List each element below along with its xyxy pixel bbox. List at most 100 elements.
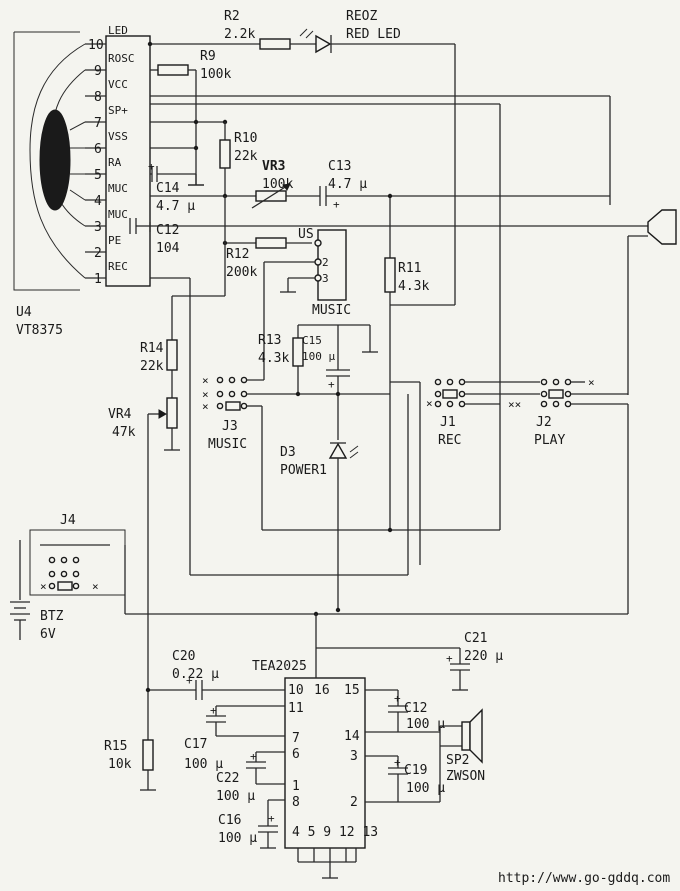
- j2-x-mark: ×: [588, 376, 595, 389]
- tea-pin: 6: [292, 747, 300, 762]
- r2-value: 2.2k: [224, 27, 255, 42]
- c16-plus: +: [268, 812, 275, 825]
- j3-slider[interactable]: [225, 401, 241, 411]
- r11-ref: R11: [398, 261, 421, 276]
- resistor-r10: [219, 139, 231, 169]
- speaker-sp2: SP2 ZWSON: [398, 708, 485, 802]
- c13-value: 4.7 μ: [328, 177, 367, 192]
- c20-branch: + C20 0.22 μ: [145, 649, 285, 700]
- u4-pin-num: 2: [94, 246, 102, 261]
- vr3-c13-branch: + VR3 100k C13 4.7 μ: [150, 159, 610, 211]
- switch-j2[interactable]: ×× × J2 PLAY: [465, 376, 629, 614]
- c12a-ref: C12: [156, 223, 179, 238]
- tea-pin: 7: [292, 731, 300, 746]
- tea-pin: 10: [288, 683, 304, 698]
- tea2025-body: [284, 677, 366, 849]
- j4-x-mark: ×: [40, 580, 47, 593]
- vr3-ref: VR3: [262, 159, 285, 174]
- battery-btz: BTZ 6V: [10, 540, 64, 642]
- switch-j1[interactable]: × J1 REC: [390, 378, 466, 565]
- j3-x-mark: ×: [202, 374, 209, 387]
- c15-ref: C15: [302, 334, 322, 347]
- c22-ref: C22: [216, 771, 239, 786]
- u4-pin-num: 9: [94, 64, 102, 79]
- c17-branch: + C17 100 μ: [184, 704, 285, 772]
- c16-ref: C16: [218, 813, 241, 828]
- u4-pin-label: LED: [108, 24, 128, 37]
- btz-ref: BTZ: [40, 609, 64, 624]
- resistor-r2: [259, 38, 291, 50]
- c21-plus: +: [446, 652, 453, 665]
- u4-pin-num: 6: [94, 142, 102, 157]
- rec-wire: [150, 277, 409, 576]
- c17-plus: +: [210, 704, 217, 717]
- u4-pin-num: 4: [94, 194, 102, 209]
- music-pin-2: [314, 258, 322, 266]
- ic-u4-body: [105, 35, 151, 287]
- r13-value: 4.3k: [258, 351, 289, 366]
- tea-pin: 3: [350, 749, 358, 764]
- resistor-r11: [384, 257, 396, 293]
- j4-x-mark: ×: [92, 580, 99, 593]
- c13-plus: +: [333, 198, 340, 211]
- switch-j4[interactable]: × × J4: [29, 513, 628, 617]
- r10-value: 22k: [234, 149, 258, 164]
- cob-blob: [39, 109, 71, 211]
- music-pin3-label: 3: [322, 272, 329, 285]
- music-pin-1: [314, 239, 322, 247]
- r13-ref: R13: [258, 333, 281, 348]
- j1-label: REC: [438, 433, 461, 448]
- tea-ref: TEA2025: [252, 659, 307, 674]
- c19-branch: + C19 100 μ: [365, 755, 445, 803]
- j2-slider[interactable]: [548, 389, 564, 399]
- j1-slider[interactable]: [442, 389, 458, 399]
- c21-value: 220 μ: [464, 649, 503, 664]
- u4-pin-num: 7: [94, 116, 102, 131]
- j3-x-mark: ×: [202, 400, 209, 413]
- c19-value: 100 μ: [406, 781, 445, 796]
- j3-ref: J3: [222, 419, 238, 434]
- tea-pin: 11: [288, 701, 304, 716]
- diode-d3: [328, 442, 348, 459]
- u4-pin-num: 3: [94, 220, 102, 235]
- d3-label: POWER1: [280, 463, 327, 478]
- c17-value: 100 μ: [184, 757, 223, 772]
- pe-c12-branch: C12 104: [129, 209, 677, 395]
- tea-bottom-pins: 4 5 9 12 13: [292, 825, 378, 840]
- u4-pin-label: ROSC: [108, 52, 135, 65]
- c14-ref: C14: [156, 181, 180, 196]
- u4-pin-num: 8: [94, 90, 102, 105]
- potentiometer-vr4: [166, 397, 178, 429]
- c22-plus: +: [250, 750, 257, 763]
- r13-c15-branch: + R13 4.3k C15 100 μ: [258, 324, 378, 440]
- j4-ref: J4: [60, 513, 76, 528]
- c22-value: 100 μ: [216, 789, 255, 804]
- j1-x-mark: ×: [426, 397, 433, 410]
- c15-value: 100 μ: [302, 350, 335, 363]
- r11-value: 4.3k: [398, 279, 429, 294]
- u4-pin-label: PE: [108, 234, 121, 247]
- music-ic-label: MUSIC: [312, 303, 351, 318]
- c12b-ref: C12: [404, 701, 427, 716]
- u4-pin-label: REC: [108, 260, 128, 273]
- switch-j3[interactable]: × × × J3 MUSIC: [202, 374, 500, 533]
- ic-tea2025: TEA2025 16 10 11 7 6 1 8 15 14 3 2 4 5 9…: [252, 614, 460, 879]
- r9-value: 100k: [200, 67, 231, 82]
- c15-plus: +: [328, 378, 335, 391]
- tea-pin: 8: [292, 795, 300, 810]
- r12-value: 200k: [226, 265, 257, 280]
- watermark: http://www.go-gddq.com: [498, 871, 670, 886]
- resistor-r14: [166, 339, 178, 371]
- tea-pin: 15: [344, 683, 360, 698]
- j3-x-mark: ×: [202, 388, 209, 401]
- c14-value: 4.7 μ: [156, 199, 195, 214]
- c21-branch: + C21 220 μ: [446, 631, 503, 691]
- j4-slider[interactable]: [57, 581, 73, 591]
- reoz-value: RED LED: [346, 27, 401, 42]
- tea-pin: 14: [344, 729, 360, 744]
- u4-pin-num: 1: [94, 272, 102, 287]
- microphone-icon: [647, 209, 677, 245]
- music-ic-body: [317, 229, 347, 301]
- c20-plus: +: [186, 674, 193, 687]
